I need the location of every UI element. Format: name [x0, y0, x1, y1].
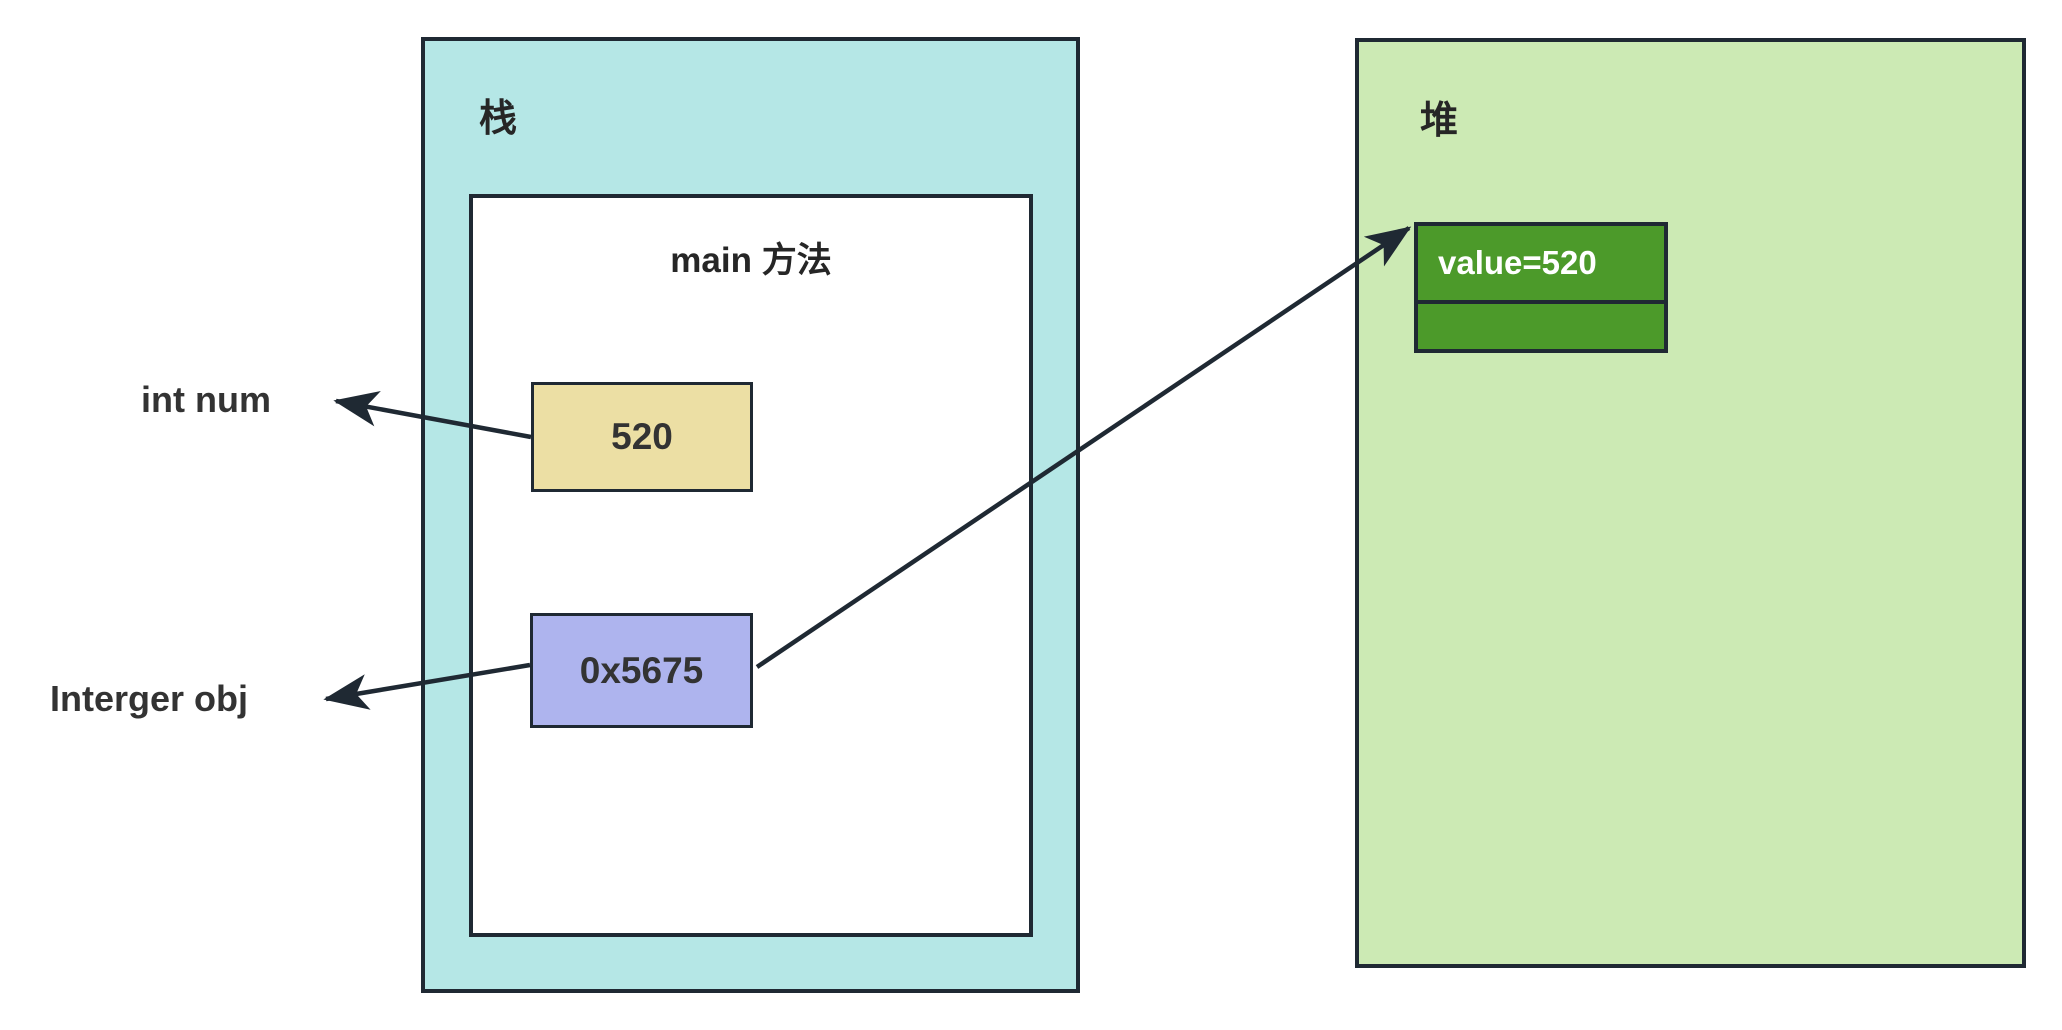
heap-region-label: 堆 [1420, 100, 1459, 142]
heap-object-value-text: value=520 [1438, 244, 1597, 281]
heap-region: 堆 [1355, 38, 2026, 968]
label-integer-obj: Interger obj [50, 678, 249, 719]
main-method-title: main 方法 [670, 241, 832, 280]
stack-region-label: 栈 [479, 98, 518, 140]
stack-slot-int-num: 520 [531, 382, 753, 492]
heap-object-value-row: value=520 [1418, 226, 1664, 304]
label-int-num: int num [141, 379, 271, 420]
heap-integer-object: value=520 [1414, 222, 1668, 353]
main-method-frame: main 方法 [469, 194, 1033, 937]
heap-object-empty-row [1418, 304, 1664, 353]
stack-slot-integer-reference: 0x5675 [530, 613, 753, 728]
